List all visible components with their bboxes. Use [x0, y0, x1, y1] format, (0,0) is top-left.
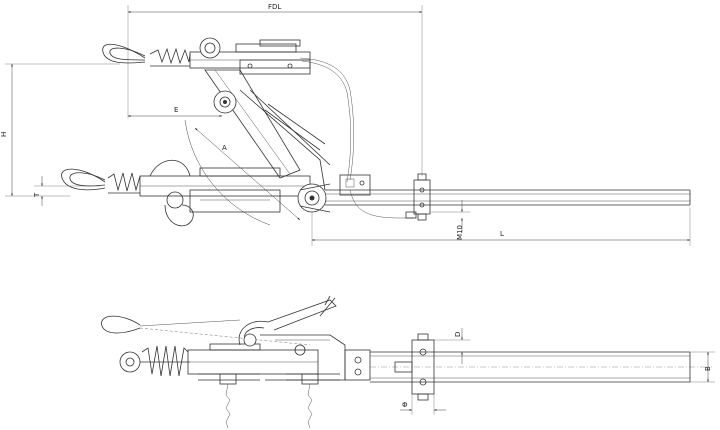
coupling-lowered	[61, 160, 371, 227]
dimension-a-line	[194, 127, 301, 221]
coupling-side-view	[101, 295, 371, 429]
dimension-e-label: E	[174, 106, 178, 114]
dimension-d: D	[434, 328, 470, 364]
dimension-h: H	[0, 63, 120, 197]
chassis-beam-side	[370, 333, 712, 401]
dimension-a-label: A	[222, 144, 227, 152]
dimension-phi-label: Φ	[402, 401, 408, 409]
dimension-t: T	[33, 176, 100, 206]
chassis-beam-top	[325, 173, 691, 221]
dimension-d-label: D	[454, 332, 462, 337]
dimension-b-label: B	[704, 366, 712, 371]
dimension-m10-label: M10	[456, 225, 464, 240]
dimension-l-label: L	[500, 230, 504, 238]
spring-jack-raised	[204, 69, 331, 191]
dimension-phi: Φ	[400, 394, 446, 415]
dimension-b: B	[690, 351, 715, 383]
coupling-raised	[102, 37, 354, 183]
dimension-t-label: T	[33, 192, 41, 198]
dimension-m10: M10	[430, 200, 470, 240]
dimension-e: E	[127, 106, 223, 117]
dimension-h-label: H	[0, 132, 8, 137]
swing-arc	[184, 119, 271, 226]
dimension-fdl-label: FDL	[268, 3, 281, 11]
dimension-l: L	[311, 208, 691, 246]
dimension-fdl: FDL	[127, 3, 423, 176]
